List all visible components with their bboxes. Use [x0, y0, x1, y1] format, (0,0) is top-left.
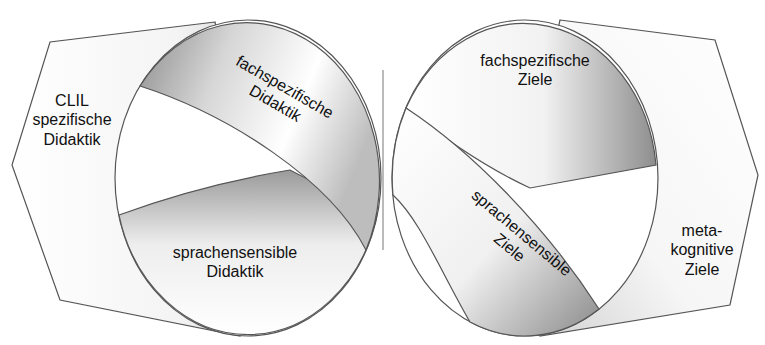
band-label: meta- kognitive Ziele — [665, 221, 740, 279]
ring-outline — [115, 20, 381, 336]
band-segment: meta- kognitive Ziele — [665, 221, 740, 279]
band-segment: CLIL spezifische Didaktik — [25, 91, 120, 149]
seam-line — [383, 70, 384, 250]
band-label: CLIL spezifische Didaktik — [25, 91, 120, 149]
ring-outline — [392, 20, 658, 336]
band-label: sprachensensible Didaktik — [165, 243, 305, 281]
band-outline — [392, 108, 599, 336]
band-label: fachspezifische Ziele — [475, 51, 595, 89]
band-segment: sprachensensible Didaktik — [165, 243, 305, 281]
band-segment: fachspezifische Ziele — [475, 51, 595, 89]
band-outline — [140, 23, 379, 250]
